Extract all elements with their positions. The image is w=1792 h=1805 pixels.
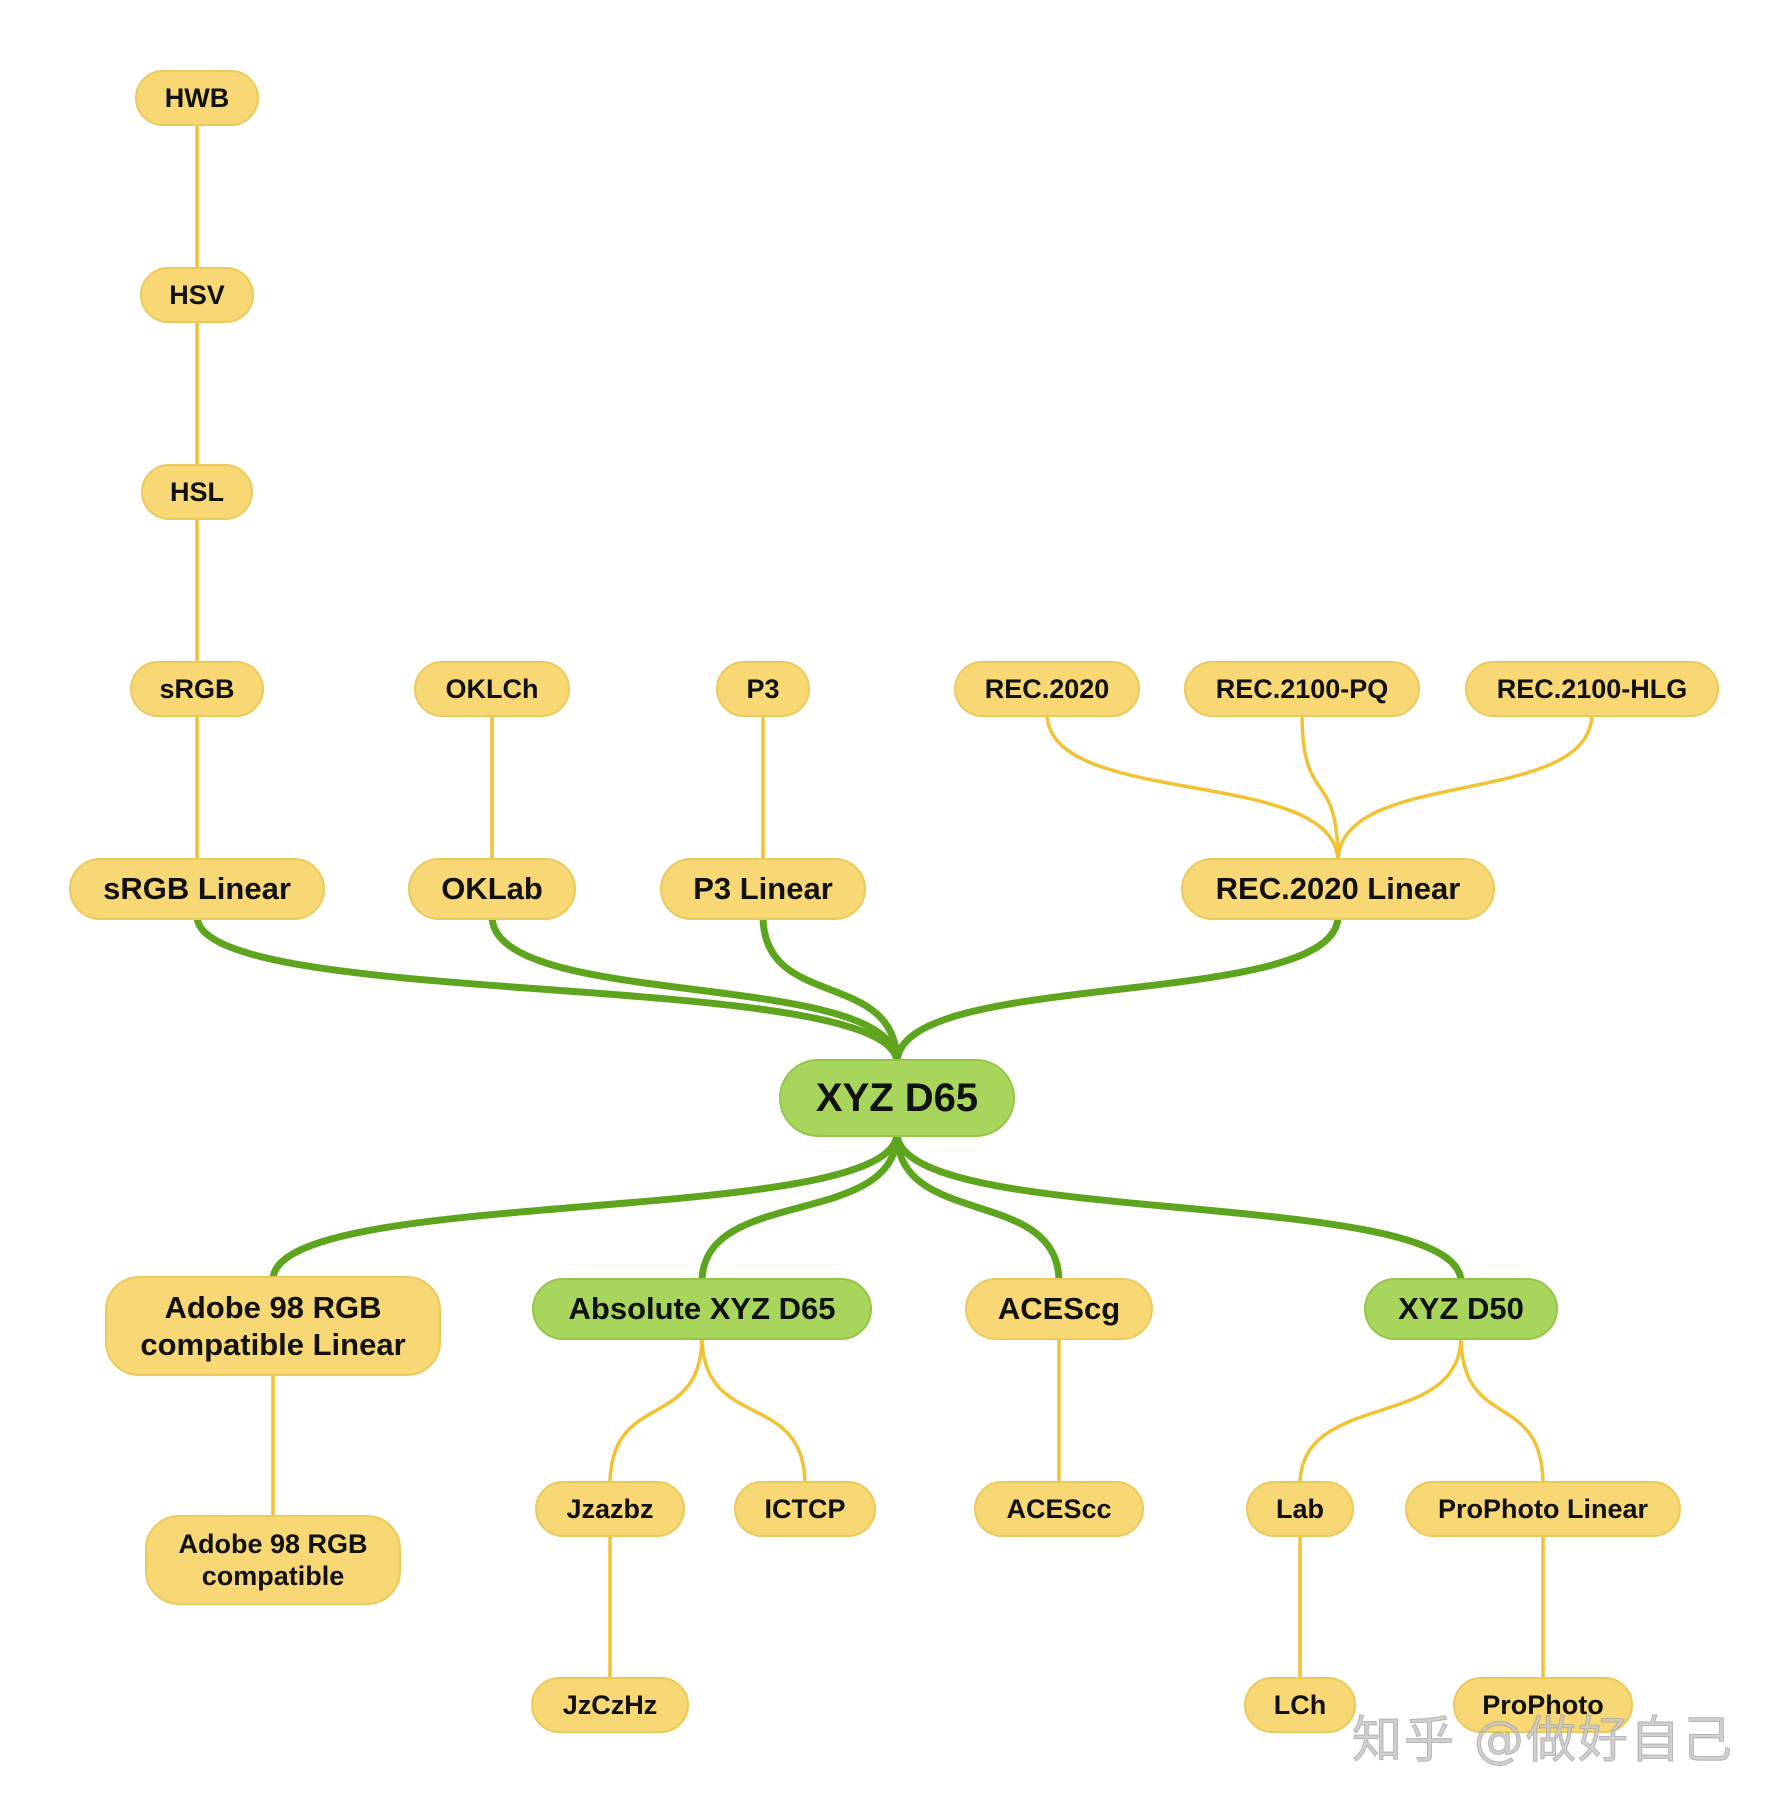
edge-srgb_linear-xyz_d65 — [193, 912, 901, 1067]
edge-rec2020-rec2020_linear — [1045, 711, 1340, 864]
node-oklab: OKLab — [408, 858, 576, 920]
node-xyz-d65: XYZ D65 — [779, 1059, 1015, 1137]
edge-rec2100hlg-rec2020_linear — [1336, 711, 1594, 864]
node-absolute-xyz-d65: Absolute XYZ D65 — [532, 1278, 872, 1340]
node-acescc: ACEScc — [974, 1481, 1144, 1537]
node-rec2020: REC.2020 — [954, 661, 1140, 717]
node-lch: LCh — [1244, 1677, 1356, 1733]
node-rec2100-hlg: REC.2100-HLG — [1465, 661, 1719, 717]
edge-oklab-xyz_d65 — [488, 912, 901, 1067]
node-adobe98: Adobe 98 RGB compatible — [145, 1515, 401, 1605]
edge-p3_linear-xyz_d65 — [759, 912, 901, 1067]
node-prophoto: ProPhoto — [1453, 1677, 1633, 1733]
edge-xyz_d50-lab — [1298, 1334, 1463, 1487]
node-prophoto-linear: ProPhoto Linear — [1405, 1481, 1681, 1537]
node-jzczhz: JzCzHz — [531, 1677, 689, 1733]
node-hsv: HSV — [140, 267, 254, 323]
node-adobe98-linear: Adobe 98 RGB compatible Linear — [105, 1276, 441, 1376]
node-xyz-d50: XYZ D50 — [1364, 1278, 1558, 1340]
node-jzazbz: Jzazbz — [535, 1481, 685, 1537]
edge-xyz_d65-xyz_d50 — [893, 1129, 1465, 1286]
edge-rec2100pq-rec2020_linear — [1300, 711, 1340, 864]
node-hwb: HWB — [135, 70, 259, 126]
node-rec2020-linear: REC.2020 Linear — [1181, 858, 1495, 920]
node-rec2100-pq: REC.2100-PQ — [1184, 661, 1420, 717]
edge-xyz_d65-abs_xyz_d65 — [698, 1129, 901, 1286]
node-acescg: ACEScg — [965, 1278, 1153, 1340]
node-p3: P3 — [716, 661, 810, 717]
edge-xyz_d65-a98_linear — [269, 1129, 901, 1284]
node-p3-linear: P3 Linear — [660, 858, 866, 920]
watermark: 知乎 @做好自己 — [1352, 1711, 1734, 1770]
edge-xyz_d65-acescg — [893, 1129, 1063, 1286]
node-hsl: HSL — [141, 464, 253, 520]
node-srgb: sRGB — [130, 661, 264, 717]
node-oklch: OKLCh — [414, 661, 570, 717]
edge-abs_xyz_d65-ictcp — [700, 1334, 807, 1487]
node-lab: Lab — [1246, 1481, 1354, 1537]
edge-abs_xyz_d65-jzazbz — [608, 1334, 704, 1487]
edge-rec2020_linear-xyz_d65 — [893, 912, 1342, 1067]
node-ictcp: ICTCP — [734, 1481, 876, 1537]
node-srgb-linear: sRGB Linear — [69, 858, 325, 920]
edge-xyz_d50-prophoto_linear — [1459, 1334, 1545, 1487]
